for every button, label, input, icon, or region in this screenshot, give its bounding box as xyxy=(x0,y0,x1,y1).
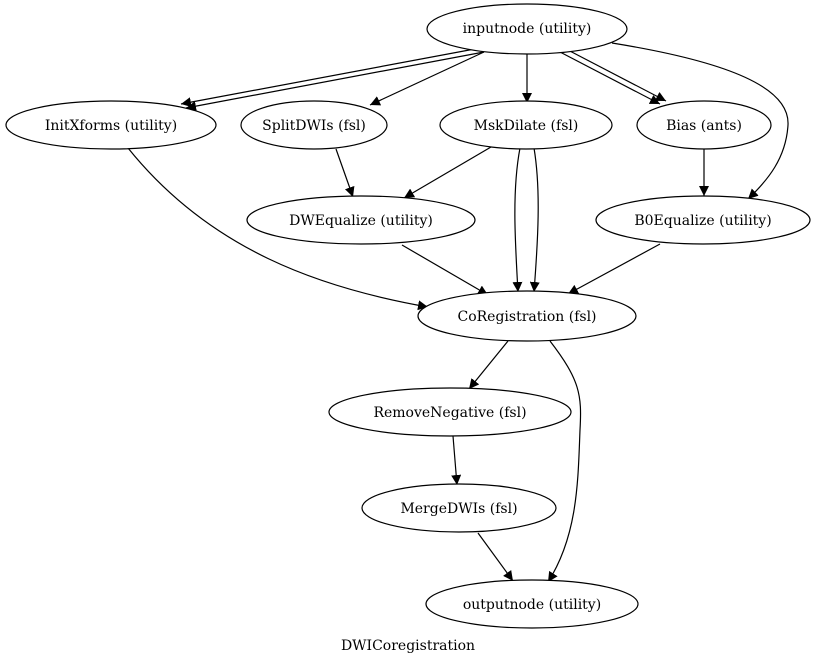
edge-dwequalize-coregistration xyxy=(401,244,489,296)
node-label: MergeDWIs (fsl) xyxy=(400,501,517,517)
node-label: outputnode (utility) xyxy=(463,597,601,613)
node-b0equalize[interactable]: B0Equalize (utility) xyxy=(595,195,811,245)
node-label: InitXforms (utility) xyxy=(45,118,177,134)
edge-removenegative-mergedwis xyxy=(451,435,462,486)
node-label: CoRegistration (fsl) xyxy=(457,309,596,325)
edges xyxy=(127,42,789,583)
node-label: SplitDWIs (fsl) xyxy=(262,118,366,134)
node-label: MskDilate (fsl) xyxy=(474,118,579,134)
node-outputnode[interactable]: outputnode (utility) xyxy=(425,579,639,629)
edge-b0equalize-coregistration xyxy=(567,243,661,295)
edge-inputnode-b0equalize xyxy=(611,42,789,200)
node-bias[interactable]: Bias (ants) xyxy=(636,100,772,150)
edge-mskdilate-coregistration-b xyxy=(529,147,540,293)
edge-inputnode-bias-b xyxy=(565,48,667,102)
nodes: inputnode (utility) InitXforms (utility)… xyxy=(5,3,811,629)
node-initxforms[interactable]: InitXforms (utility) xyxy=(5,100,217,150)
edge-splitdwis-dwequalize xyxy=(335,148,355,198)
node-label: RemoveNegative (fsl) xyxy=(373,405,526,421)
edge-coregistration-removenegative xyxy=(468,340,509,390)
edge-inputnode-initxforms-a xyxy=(180,47,481,108)
edge-initxforms-coregistration xyxy=(127,147,429,311)
node-label: DWEqualize (utility) xyxy=(289,213,433,229)
graph-title: DWICoregistration xyxy=(341,638,475,654)
edge-mskdilate-dwequalize xyxy=(403,146,492,199)
node-label: B0Equalize (utility) xyxy=(634,213,771,229)
node-dwequalize[interactable]: DWEqualize (utility) xyxy=(246,195,476,245)
edge-inputnode-splitdwis xyxy=(369,51,485,106)
node-mergedwis[interactable]: MergeDWIs (fsl) xyxy=(361,483,557,533)
node-label: Bias (ants) xyxy=(666,118,742,134)
edge-inputnode-bias-a xyxy=(559,51,661,105)
edge-mskdilate-coregistration-a xyxy=(512,147,523,293)
node-removenegative[interactable]: RemoveNegative (fsl) xyxy=(328,387,572,437)
node-mskdilate[interactable]: MskDilate (fsl) xyxy=(439,100,613,150)
node-label: inputnode (utility) xyxy=(463,21,592,37)
node-splitdwis[interactable]: SplitDWIs (fsl) xyxy=(240,100,388,150)
node-coregistration[interactable]: CoRegistration (fsl) xyxy=(417,290,637,342)
node-inputnode[interactable]: inputnode (utility) xyxy=(426,3,628,55)
edge-mergedwis-outputnode xyxy=(477,532,514,582)
edge-inputnode-initxforms-b xyxy=(185,51,485,112)
edge-coregistration-outputnode xyxy=(547,340,582,583)
